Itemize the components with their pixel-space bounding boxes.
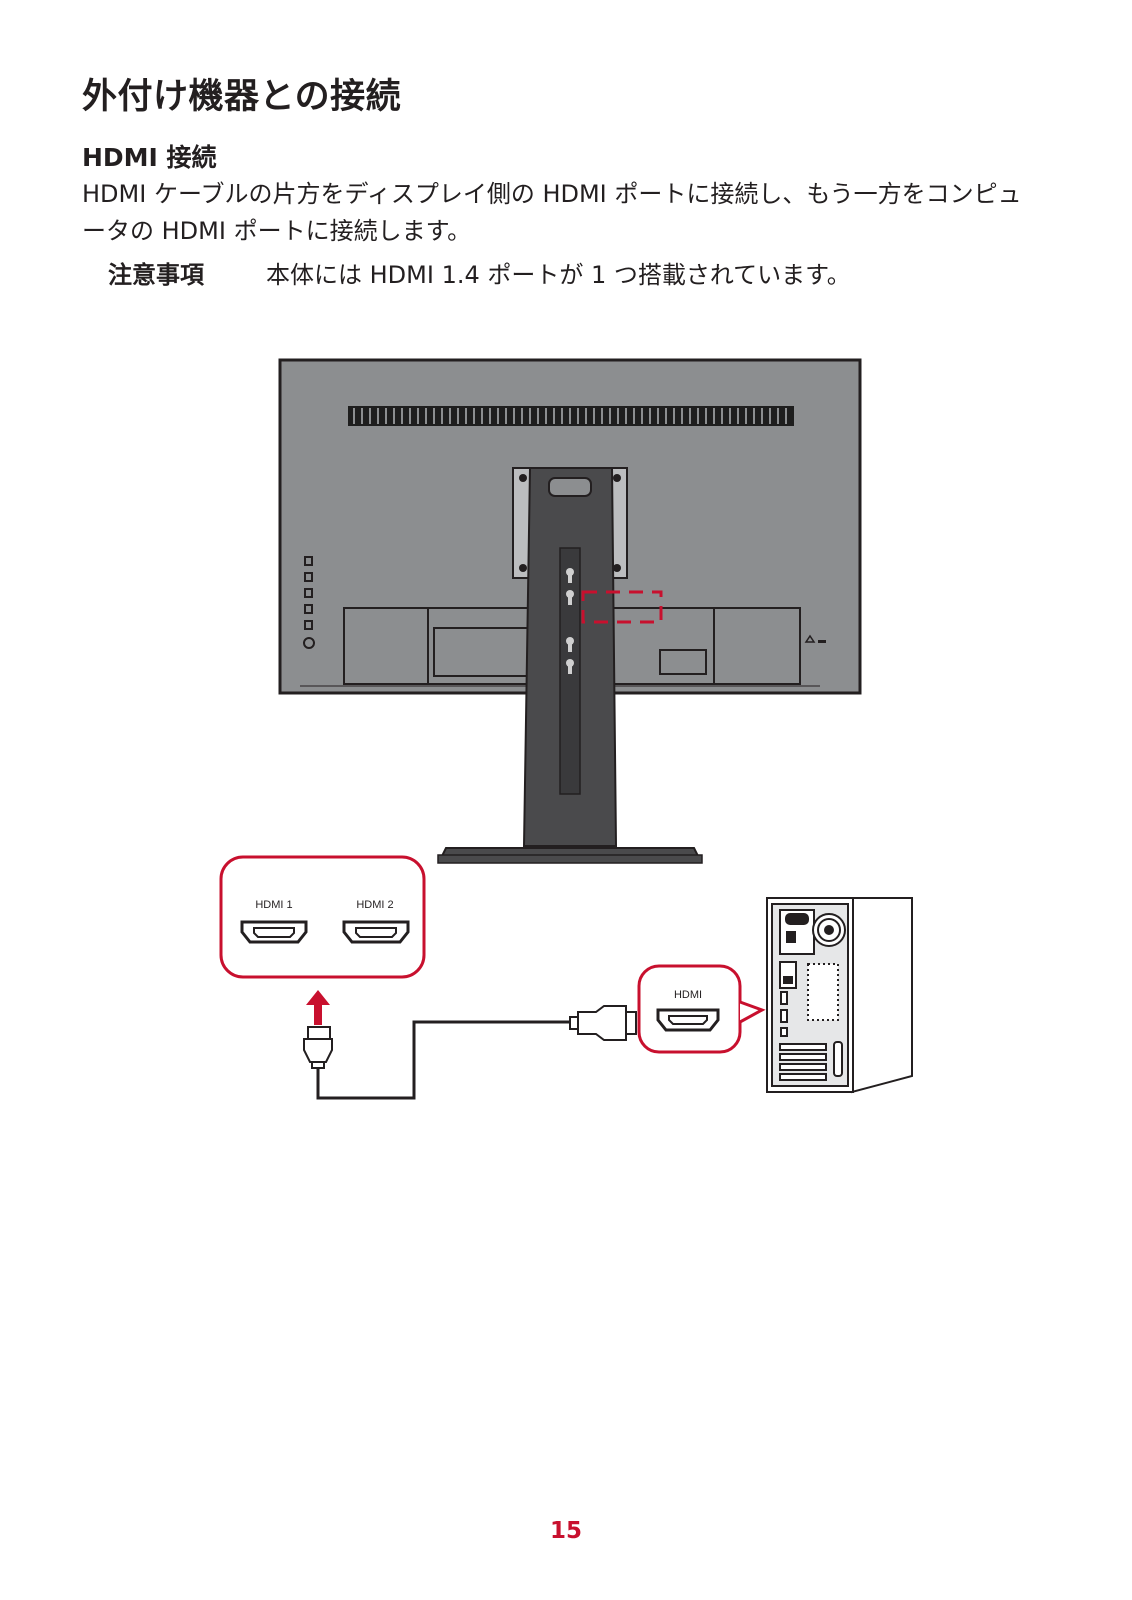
hdmi-2-port-icon — [342, 920, 410, 944]
hdmi-1-port-icon — [240, 920, 308, 944]
section-title: HDMI 接続 — [82, 143, 217, 172]
monitor-port-callout: HDMI 1 HDMI 2 — [219, 855, 426, 979]
pc-hdmi-port-label: HDMI — [674, 989, 702, 1001]
note-text: 本体には HDMI 1.4 ポートが 1 つ搭載されています。 — [266, 261, 851, 289]
pc-tower-illustration — [766, 897, 913, 1094]
hdmi-1-port-label: HDMI 1 — [255, 899, 292, 911]
hdmi-2-port-label: HDMI 2 — [356, 899, 393, 911]
control-buttons — [303, 556, 315, 649]
instruction-text: HDMI ケーブルの片方をディスプレイ側の HDMI ポートに接続し、もう一方を… — [82, 180, 1022, 245]
hdmi-port-highlight — [581, 590, 663, 624]
hdmi-connection-diagram: HDMI 1 HDMI 2 HDMI — [219, 358, 913, 1100]
page-number: 15 — [549, 1518, 582, 1544]
page-title: 外付け機器との接続 — [82, 77, 402, 117]
pc-port-callout: HDMI — [637, 964, 766, 1054]
hdmi-cable — [303, 1005, 637, 1100]
monitor-stand-illustration — [437, 467, 703, 864]
note-label: 注意事項 — [108, 261, 204, 289]
pc-hdmi-port-icon — [656, 1008, 720, 1032]
note: 注意事項 本体には HDMI 1.4 ポートが 1 つ搭載されています。 — [108, 258, 851, 292]
insert-arrow-icon — [306, 990, 330, 1025]
